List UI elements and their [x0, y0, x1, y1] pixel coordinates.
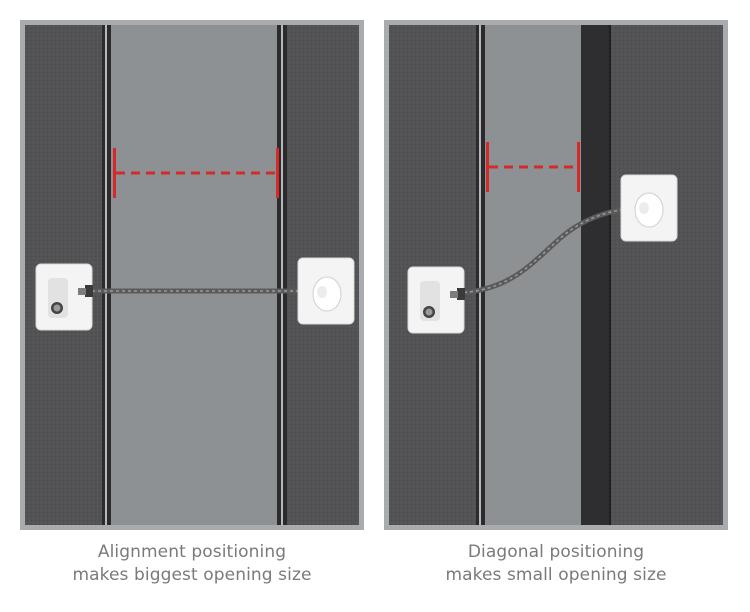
- lock-icon: [35, 263, 93, 331]
- caption-line: Diagonal positioning: [467, 542, 645, 562]
- alignment-caption: Alignment positioning makes biggest open…: [20, 541, 364, 587]
- keyhole-icon: [51, 302, 63, 314]
- sash-rail: [281, 25, 283, 525]
- sash-rail: [105, 25, 107, 525]
- window-opening: [111, 25, 277, 525]
- cable-anchor-icon: [297, 257, 355, 325]
- sash-rail: [481, 25, 485, 525]
- diagonal-caption: Diagonal positioning makes small opening…: [384, 541, 728, 587]
- lock-icon: [407, 266, 465, 334]
- sash-rail: [107, 25, 111, 525]
- alignment-window-scene: [20, 20, 364, 530]
- cable-anchor-icon: [620, 174, 678, 242]
- sash-rail: [102, 25, 105, 525]
- cable-icon: [457, 205, 643, 296]
- caption-line: Alignment positioning: [97, 542, 287, 562]
- caption-line: makes biggest opening size: [72, 565, 312, 585]
- diagonal-illustration: [384, 20, 728, 530]
- sash-rail: [283, 25, 287, 525]
- diagonal-window-scene: [384, 20, 728, 530]
- measurement-line-icon: [486, 142, 580, 192]
- right-sash: [611, 25, 723, 525]
- keyhole-icon: [423, 306, 435, 318]
- window-opening: [485, 25, 581, 525]
- sash-rail: [479, 25, 481, 525]
- sash-rail: [609, 25, 611, 525]
- sash-edge: [581, 25, 609, 525]
- sash-rail: [476, 25, 479, 525]
- alignment-illustration: [20, 20, 364, 530]
- sash-rail: [277, 25, 281, 525]
- measurement-line-icon: [113, 148, 279, 198]
- caption-line: makes small opening size: [445, 565, 667, 585]
